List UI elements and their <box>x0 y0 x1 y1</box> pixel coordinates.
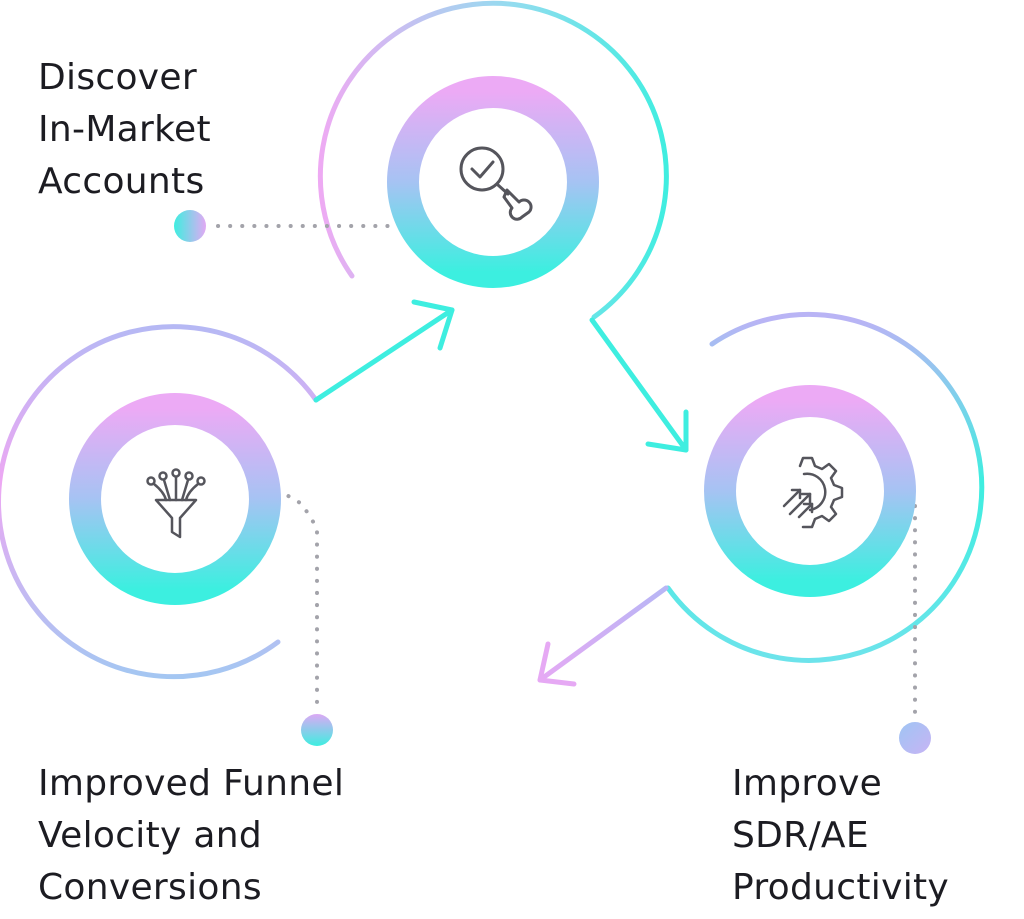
sdr-label-line-1: Improve <box>732 763 883 804</box>
arrow-to-discover <box>313 299 455 403</box>
funnel-label-line-3: Conversions <box>38 867 262 908</box>
funnel-icon <box>146 468 206 539</box>
funnel-label-line-1: Improved Funnel <box>38 763 345 804</box>
arrow-to-sdr <box>589 317 689 453</box>
connector-discover <box>174 210 430 242</box>
funnel-label-line-2: Velocity and <box>38 815 262 856</box>
funnel-label: Improved Funnel Velocity and Conversions <box>38 758 344 914</box>
discover-node <box>387 76 599 288</box>
magnifier-check-icon <box>459 146 533 221</box>
arrow-to-funnel <box>537 585 669 687</box>
connector-sdr <box>899 504 931 754</box>
gear-arrows-icon <box>782 456 844 529</box>
connector-funnel <box>276 488 333 746</box>
discover-label-line-1: Discover <box>38 57 197 98</box>
sdr-node <box>704 385 916 597</box>
sdr-label-line-3: Productivity <box>732 867 950 908</box>
discover-label-line-3: Accounts <box>38 161 205 202</box>
right-cycle-arc <box>665 311 985 663</box>
sdr-label-line-2: SDR/AE <box>732 815 869 856</box>
discover-label: Discover In-Market Accounts <box>38 52 211 208</box>
discover-label-line-2: In-Market <box>38 109 211 150</box>
sdr-label: Improve SDR/AE Productivity <box>732 758 949 914</box>
funnel-node <box>69 393 281 605</box>
top-cycle-arc <box>317 0 669 320</box>
left-cycle-arc <box>0 324 319 680</box>
